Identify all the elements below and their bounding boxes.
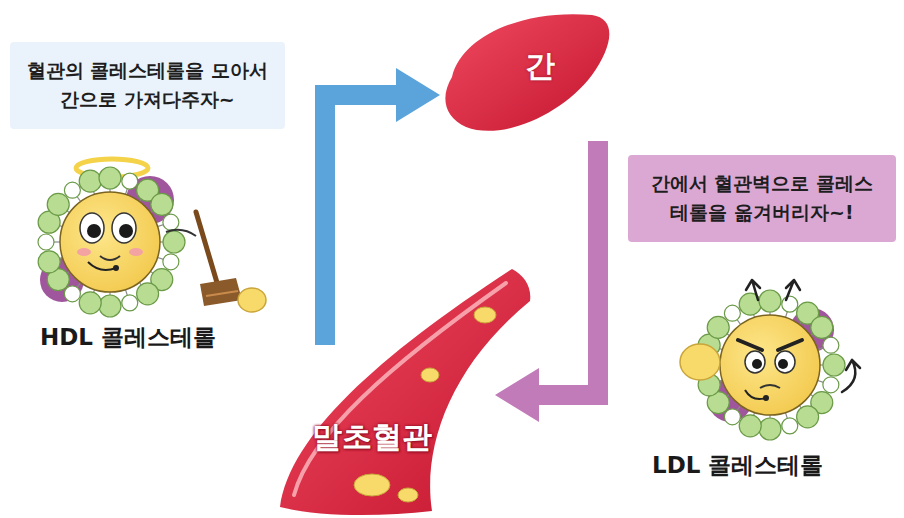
lipid-head [823, 377, 839, 393]
lipid-head [64, 286, 80, 302]
plaque-blob [354, 474, 390, 496]
broom-stick [196, 212, 218, 286]
pupil [119, 224, 133, 238]
lipid-head [759, 418, 781, 440]
plaque-blob [474, 307, 496, 323]
character-label: HDL 콜레스테롤 [40, 322, 216, 353]
organ-name: 간 [525, 46, 555, 87]
ldl-character [680, 280, 860, 440]
plaque-blob [421, 368, 439, 382]
arrow-head [396, 68, 440, 122]
lipid-head [163, 254, 179, 270]
organ-name: 말초혈관 [312, 417, 432, 458]
lipid-head [163, 214, 179, 230]
flow-arrow [325, 68, 440, 345]
broom-head [200, 278, 242, 306]
lipid-head [823, 354, 845, 376]
arrow-shaft [539, 141, 598, 395]
lipid-head [122, 295, 138, 311]
lipid-head [38, 251, 60, 273]
broom-head [206, 291, 238, 296]
speech-text: 혈관의 콜레스테롤을 모아서 간으로 가져다주자~ [26, 56, 269, 115]
liver-shape: 간 [440, 5, 610, 145]
speech-text: 간에서 혈관벽으로 콜레스테롤을 옮겨버리자~! [644, 169, 880, 228]
plaque-blob [398, 488, 418, 502]
headset [113, 265, 119, 271]
particle-ring [38, 167, 185, 317]
liver-shape [445, 14, 609, 131]
eyebrow [778, 340, 802, 350]
particle-face [720, 315, 820, 415]
lipid-head [79, 292, 101, 314]
headset [745, 390, 766, 399]
headset [88, 262, 116, 270]
lipid-head [759, 290, 781, 312]
pupil [87, 224, 101, 238]
eye [745, 351, 765, 373]
particle-face [60, 192, 160, 292]
lipid-head [163, 231, 185, 253]
lipid-head [707, 316, 729, 338]
motion-mark [842, 360, 860, 392]
lipid-head [137, 283, 159, 305]
cheek [129, 248, 143, 256]
arm [166, 230, 196, 236]
eye [775, 351, 795, 373]
lipid-head [99, 295, 121, 317]
vessel-highlight [294, 283, 506, 495]
lipid-head [99, 167, 121, 189]
anger-mark [746, 280, 760, 300]
anger-mark [786, 280, 800, 300]
lipid-head [79, 170, 101, 192]
cholesterol-blob [238, 288, 266, 312]
lipid-head [47, 193, 69, 215]
mouth [760, 385, 780, 388]
lipid-head [739, 415, 761, 437]
lipid-head [38, 234, 54, 250]
lipid-head [782, 418, 798, 434]
lipid-head [823, 337, 839, 353]
lipid-head [122, 173, 138, 189]
pupil [778, 359, 788, 369]
vessel-shape: 말초혈관 [280, 345, 495, 505]
lipid-head [724, 305, 740, 321]
eye [80, 213, 104, 243]
arrow-shaft [325, 95, 396, 345]
eye [112, 213, 136, 243]
arrow-head [495, 368, 539, 422]
mouth [100, 256, 120, 260]
eyebrow [738, 340, 762, 350]
vessel-shape [280, 269, 530, 515]
cholesterol-blob [680, 344, 720, 380]
hdl-character [38, 159, 266, 317]
lipid-head [151, 193, 173, 215]
character-label: LDL 콜레스테롤 [652, 450, 823, 481]
pupil [752, 359, 762, 369]
lipid-head [724, 409, 740, 425]
speech-box: 혈관의 콜레스테롤을 모아서 간으로 가져다주자~ [10, 42, 285, 129]
lipid-head [797, 406, 819, 428]
headset [763, 395, 769, 401]
speech-box: 간에서 혈관벽으로 콜레스테롤을 옮겨버리자~! [628, 155, 896, 242]
lipid-head [64, 182, 80, 198]
lipid-head [811, 316, 833, 338]
cheek [77, 248, 91, 256]
lipid-head [782, 296, 798, 312]
